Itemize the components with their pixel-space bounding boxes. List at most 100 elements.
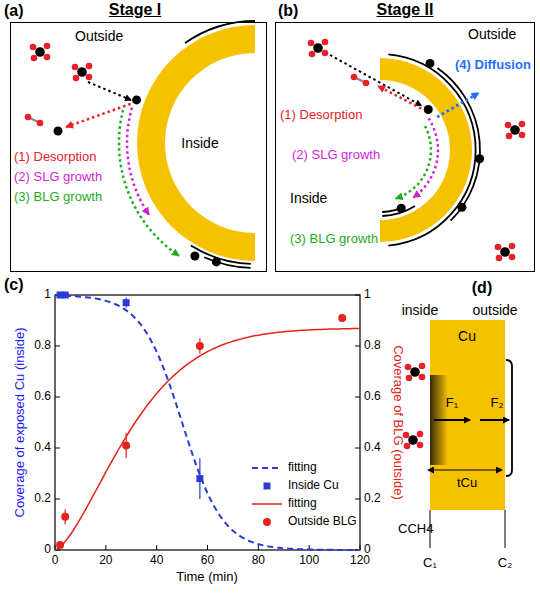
hydrogen-atom xyxy=(419,363,426,370)
hydrogen-atom xyxy=(506,133,513,140)
art-stroke xyxy=(355,448,360,449)
tick-label: 0 xyxy=(52,554,59,568)
diagram-label: F₁ xyxy=(446,396,458,411)
carbon-atom xyxy=(212,257,221,266)
graphene-layer xyxy=(185,21,255,43)
diagram-label: C₁ xyxy=(423,556,437,571)
hydrogen-atom xyxy=(44,43,51,50)
hydrogen-atom xyxy=(419,374,426,381)
copper-foil xyxy=(137,25,255,261)
graphene-layer xyxy=(204,257,250,268)
region-label: Inside xyxy=(181,135,218,151)
art-stroke xyxy=(55,397,60,398)
legend-sample xyxy=(252,503,282,505)
graphene-layer xyxy=(388,54,475,245)
hydrogen-atom xyxy=(309,51,316,58)
fit-curve xyxy=(55,329,360,551)
hydrogen-atom xyxy=(351,74,358,81)
graphene-layer xyxy=(191,246,251,264)
hydrogen-atom xyxy=(405,364,412,371)
carbon-atom xyxy=(475,154,484,163)
panel-letter: (a) xyxy=(4,2,24,20)
hydrogen-atom xyxy=(519,121,526,128)
tick-label: 0.4 xyxy=(34,441,51,455)
art-stroke xyxy=(355,499,360,500)
art-stroke xyxy=(105,545,106,550)
legend-text: fitting xyxy=(288,497,317,511)
diagram-label: (d) xyxy=(472,279,492,297)
region-label: Outside xyxy=(75,28,123,44)
hydrogen-atom xyxy=(31,55,38,62)
process-label: (4) Diffusion xyxy=(455,58,531,73)
carbon-atom xyxy=(500,247,510,257)
carbon-atom xyxy=(35,47,45,57)
legend-sample xyxy=(263,518,271,526)
tick-label: 40 xyxy=(150,554,163,568)
hydrogen-atom xyxy=(509,254,516,261)
hydrogen-atom xyxy=(86,63,93,70)
hydrogen-atom xyxy=(30,44,37,51)
hydrogen-atom xyxy=(44,54,51,61)
diagram-label: inside xyxy=(402,302,439,318)
hydrogen-atom xyxy=(406,375,413,382)
hydrogen-atom xyxy=(417,442,424,449)
carbon-atom xyxy=(313,43,323,53)
panel-box: (a) Stage I xyxy=(0,0,270,274)
axis-title: Coverage of exposed Cu (inside) xyxy=(13,327,28,517)
diagram-label: C₂ xyxy=(498,556,512,571)
region-label: Inside xyxy=(290,190,327,206)
tick-label: 120 xyxy=(350,554,370,568)
tick-label: 1 xyxy=(44,288,51,302)
process-label: (3) BLG growth xyxy=(14,190,102,205)
hydrogen-atom xyxy=(495,244,502,251)
data-point xyxy=(196,475,203,482)
axis-title: Time (min) xyxy=(176,570,238,585)
art-stroke xyxy=(480,419,509,421)
data-point xyxy=(61,513,69,521)
diagram-label: Cu xyxy=(458,328,476,344)
data-point xyxy=(122,441,130,449)
carbon-atom xyxy=(397,204,406,213)
art-stroke xyxy=(119,110,179,256)
tick-label: 0.8 xyxy=(34,339,51,353)
tick-label: 0.2 xyxy=(34,492,51,506)
legend-text: Inside Cu xyxy=(288,479,339,493)
process-label: (2) SLG growth xyxy=(292,148,380,163)
art-stroke xyxy=(355,397,360,398)
art-stroke xyxy=(437,93,479,117)
art-stroke xyxy=(434,419,470,421)
legend-text: fitting xyxy=(288,461,317,475)
tick-label: 0.8 xyxy=(364,339,381,353)
hydrogen-atom xyxy=(509,243,516,250)
hydrogen-atom xyxy=(322,50,329,57)
hydrogen-atom xyxy=(308,40,315,47)
art-stroke xyxy=(55,346,60,347)
copper-block xyxy=(430,320,505,510)
art-stroke xyxy=(413,118,438,197)
graphene-layer xyxy=(437,68,480,221)
hydrogen-atom xyxy=(72,64,79,71)
tick-label: 80 xyxy=(252,554,265,568)
art-stroke xyxy=(396,126,431,198)
graphene-bracket xyxy=(506,360,512,476)
region-label: Outside xyxy=(468,26,516,42)
art-stroke xyxy=(55,448,60,449)
diagram-label: F₂ xyxy=(491,396,504,411)
panel-letter: (b) xyxy=(278,2,298,20)
art-stroke xyxy=(378,86,421,109)
carbon-atom xyxy=(54,127,63,136)
art-stroke xyxy=(258,545,259,550)
hydrogen-atom xyxy=(37,120,44,127)
carbon-atom xyxy=(132,95,141,104)
panel-title: Stage I xyxy=(109,1,161,19)
tick-label: 60 xyxy=(201,554,214,568)
tick-label: 0.2 xyxy=(364,492,381,506)
tick-label: 0.6 xyxy=(34,390,51,404)
legend-sample xyxy=(252,467,282,469)
art-stroke xyxy=(88,82,131,100)
data-point xyxy=(338,314,346,322)
legend-sample xyxy=(264,483,271,490)
process-label: (1) Desorption xyxy=(280,108,362,123)
process-label: (3) BLG growth xyxy=(290,232,378,247)
